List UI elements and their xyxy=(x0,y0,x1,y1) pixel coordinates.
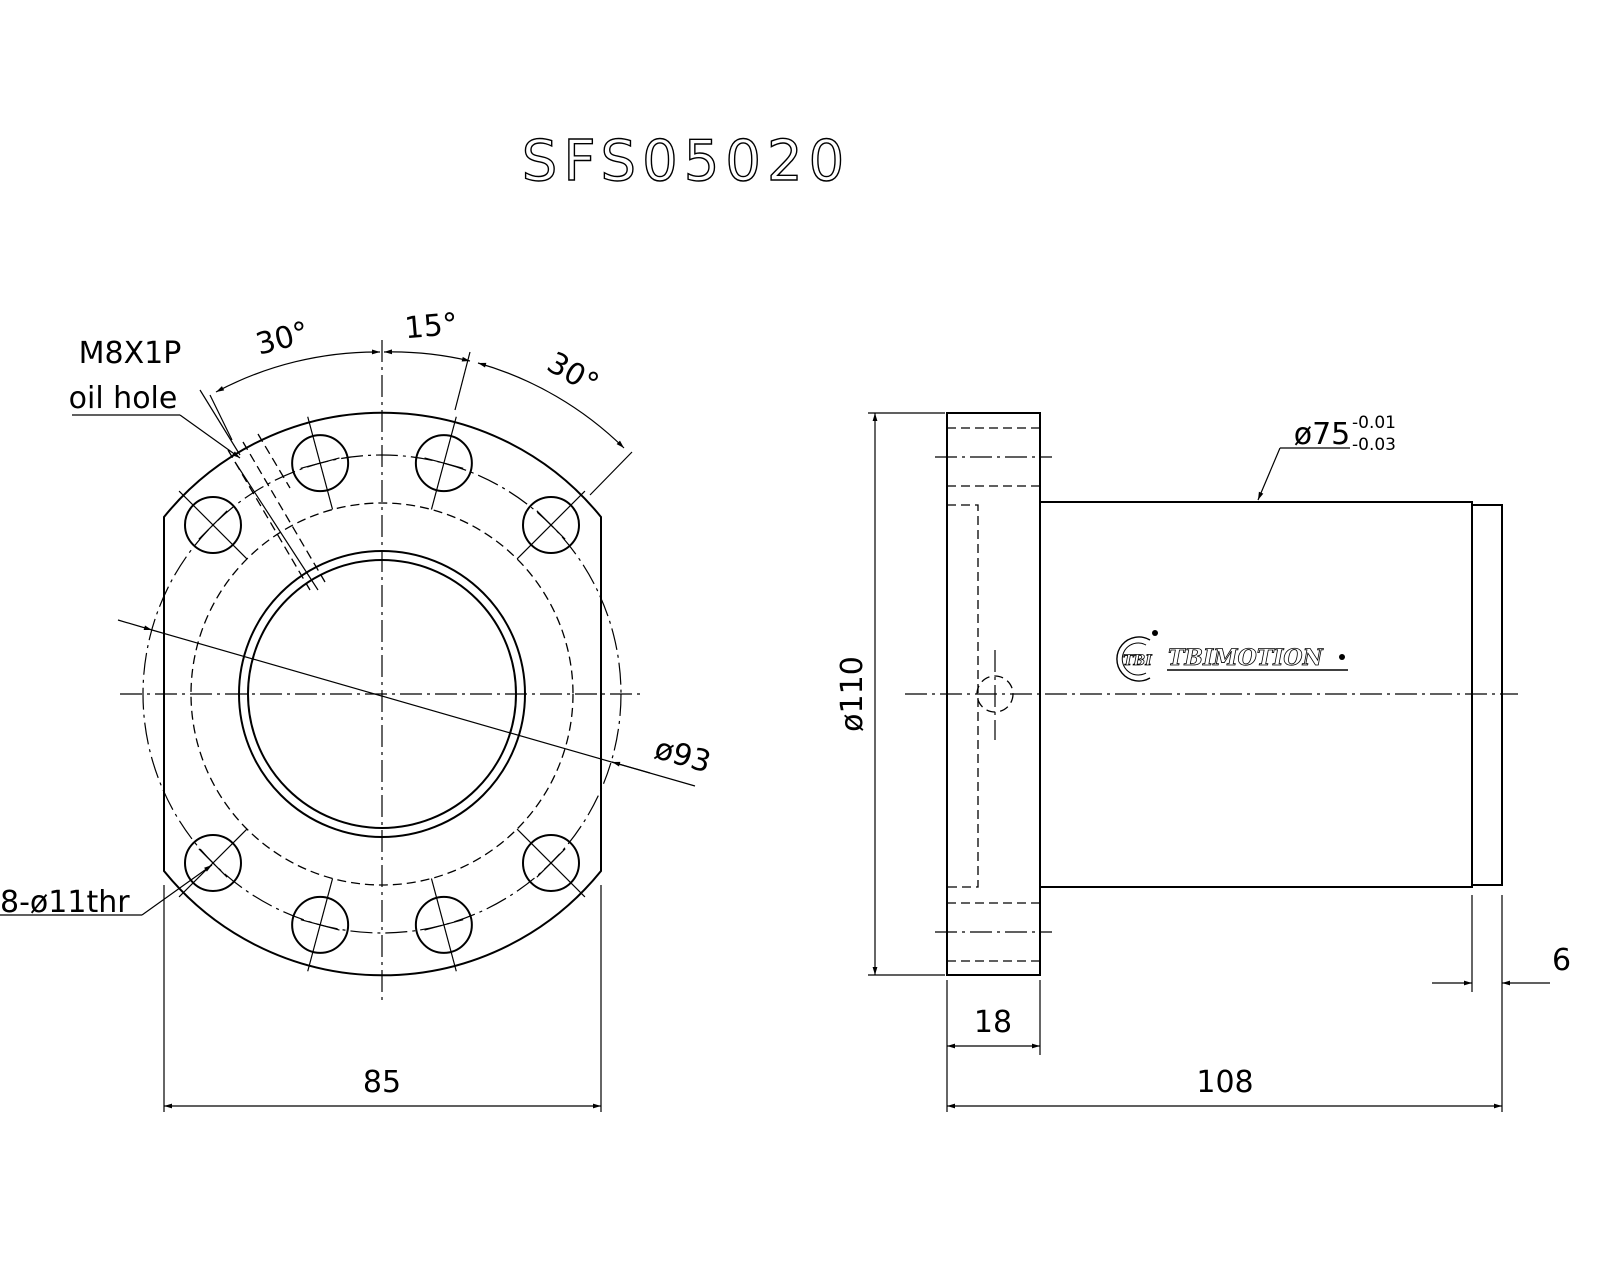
bolt-hole xyxy=(291,895,350,954)
angle-dim-right xyxy=(477,362,625,449)
flange-thickness-label: 18 xyxy=(974,1005,1012,1040)
angle-label-right: 30° xyxy=(541,345,605,402)
bolt-holes xyxy=(178,416,586,972)
oil-hole-label: oil hole xyxy=(69,381,178,416)
angle-label-mid: 15° xyxy=(403,307,459,347)
body-diameter-label: ø75 xyxy=(1294,417,1351,452)
length-label: 108 xyxy=(1196,1065,1253,1100)
hole-cross-line xyxy=(300,919,340,931)
hole-cross-line xyxy=(198,510,228,540)
holes-label: 8-ø11thr xyxy=(0,885,130,920)
hole-cross-line xyxy=(424,457,464,469)
hole-cross-line xyxy=(424,919,464,931)
end-ring xyxy=(1471,504,1503,886)
angle-dim-left xyxy=(215,349,381,393)
flange-outline xyxy=(163,411,602,977)
bolt-hole xyxy=(414,895,473,954)
hole-cross-line xyxy=(536,848,566,878)
hole-cross-line xyxy=(536,510,566,540)
hole-cross-line xyxy=(300,457,340,469)
pcd-label: ø93 xyxy=(651,731,715,780)
front-view: M8X1P oil hole 30° 15° 30° ø93 8-ø11thr … xyxy=(0,307,715,1112)
side-view: TBI TBIMOTION ø75 -0.01 -0.03 ø110 18 10… xyxy=(835,412,1571,1112)
bolt-hole xyxy=(184,833,243,892)
width-label: 85 xyxy=(363,1065,401,1100)
hole-cross-line xyxy=(198,848,228,878)
end-ring-label: 6 xyxy=(1552,943,1571,978)
tolerance-lower: -0.03 xyxy=(1352,435,1396,455)
logo-emblem-text: TBI xyxy=(1123,653,1152,669)
angle-label-left: 30° xyxy=(252,315,312,363)
logo-text: TBIMOTION xyxy=(1168,645,1324,671)
flange-diameter-label: ø110 xyxy=(835,656,870,732)
bolt-hole xyxy=(184,496,243,555)
bolt-hole xyxy=(521,833,580,892)
bolt-hole xyxy=(521,496,580,555)
tolerance-upper: -0.01 xyxy=(1352,413,1396,433)
tbimotion-logo: TBI TBIMOTION xyxy=(1116,630,1348,682)
oil-hole xyxy=(72,389,326,591)
oil-hole-thread-label: M8X1P xyxy=(79,336,182,371)
part-number-title: SFS05020 xyxy=(522,129,850,194)
bolt-hole xyxy=(291,434,350,493)
angle-dim-mid xyxy=(383,349,471,362)
bolt-hole xyxy=(414,434,473,493)
